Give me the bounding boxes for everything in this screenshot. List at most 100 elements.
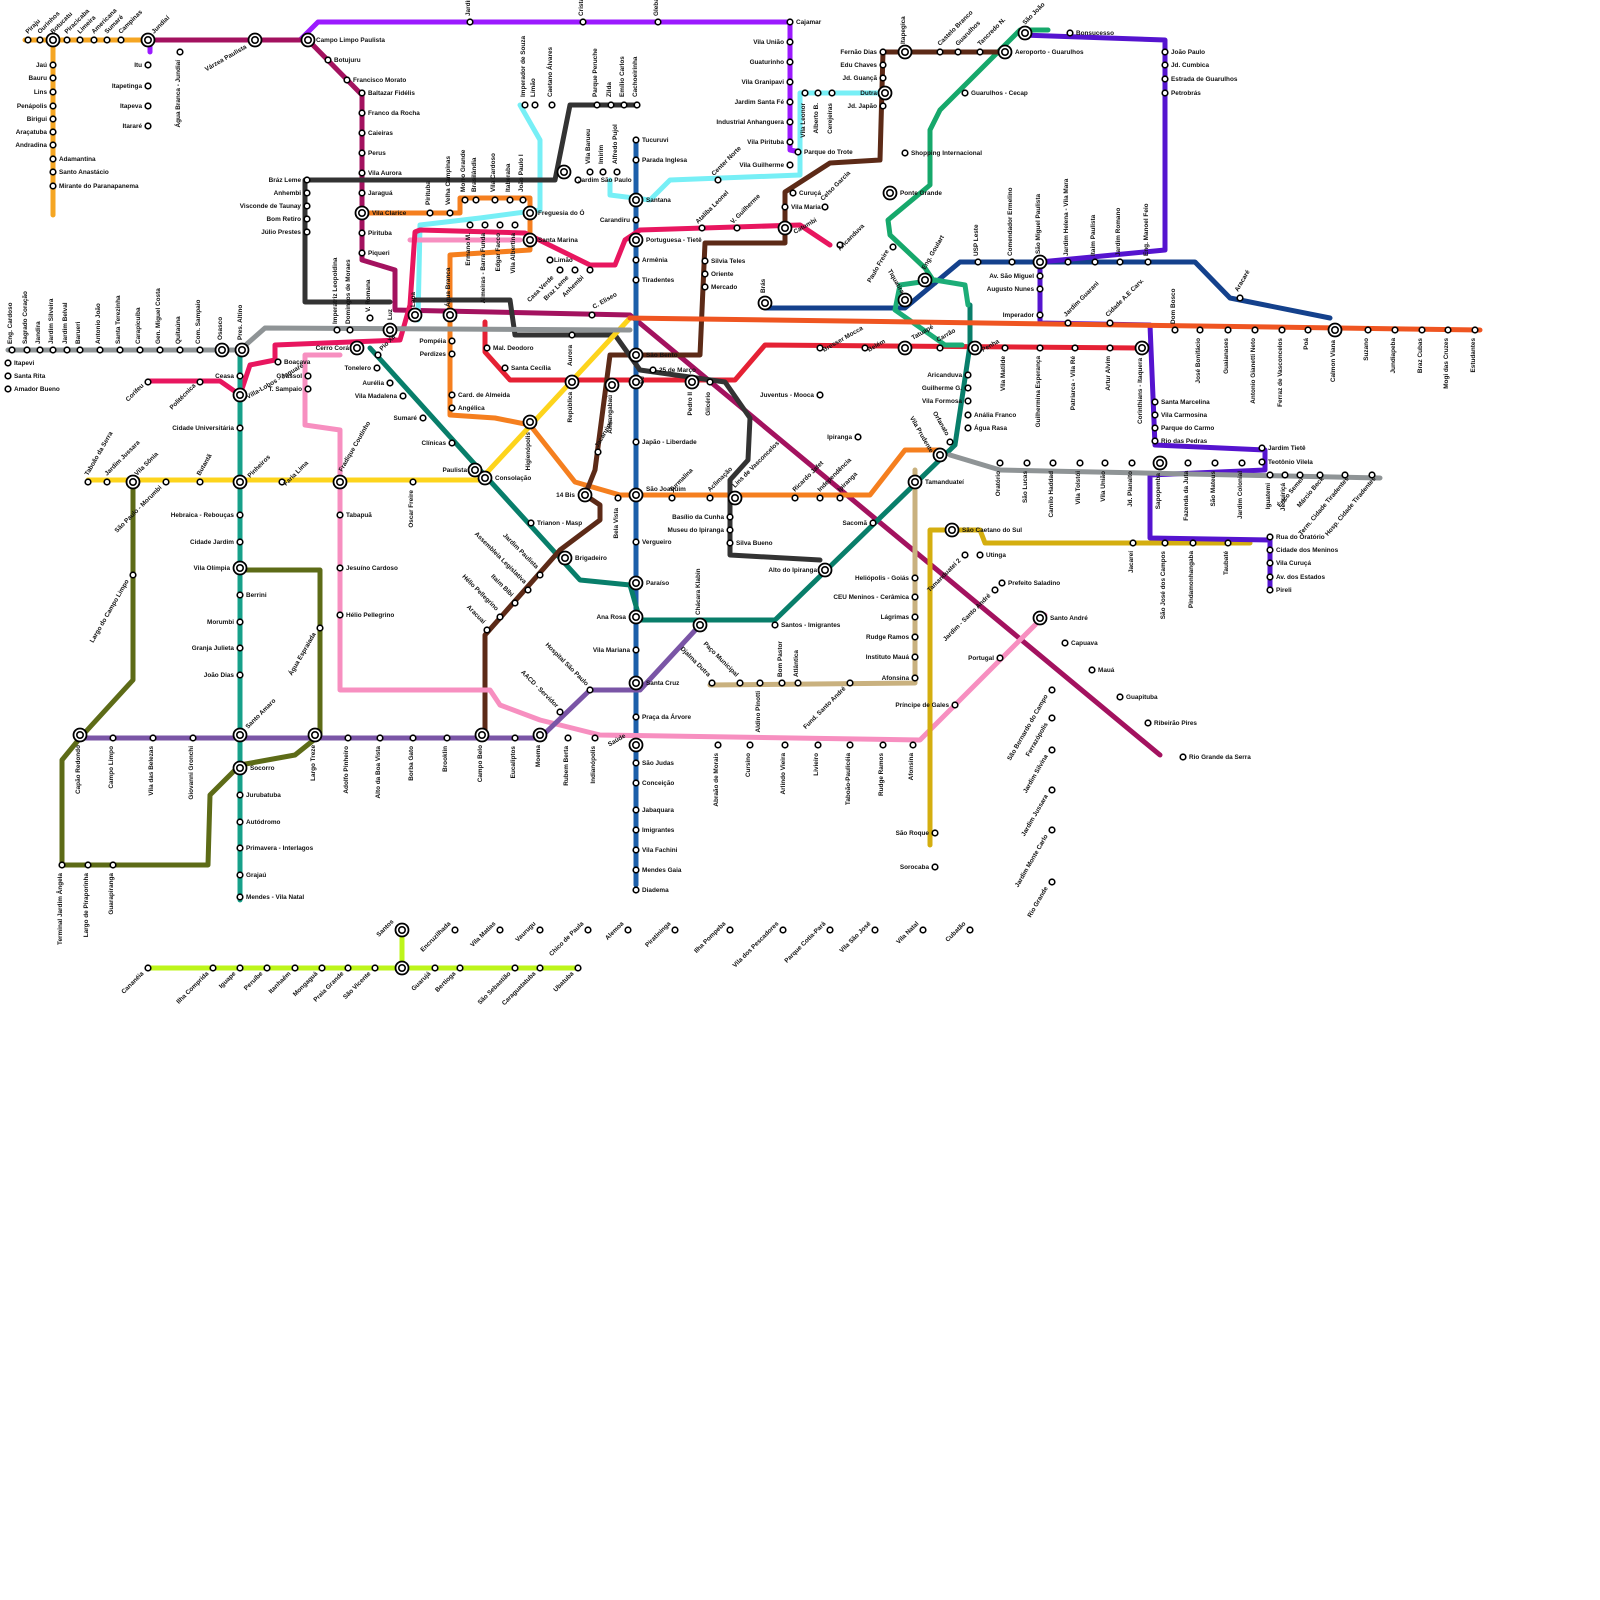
station-marker[interactable]	[1368, 471, 1376, 479]
station-marker[interactable]	[236, 424, 244, 432]
station-marker[interactable]	[1304, 326, 1312, 334]
station-marker[interactable]	[1196, 326, 1204, 334]
station-marker[interactable]	[63, 36, 71, 44]
station-marker[interactable]	[324, 56, 332, 64]
station-marker[interactable]	[196, 478, 204, 486]
station-marker[interactable]	[814, 89, 822, 97]
station-marker[interactable]	[58, 861, 66, 869]
station-marker[interactable]	[8, 346, 16, 354]
station-marker[interactable]	[726, 513, 734, 521]
station-marker[interactable]	[144, 378, 152, 386]
station-marker[interactable]	[909, 741, 917, 749]
station-marker[interactable]	[1471, 326, 1479, 334]
station-marker[interactable]	[786, 118, 794, 126]
station-marker[interactable]	[584, 926, 592, 934]
station-marker[interactable]	[483, 626, 491, 634]
station-marker[interactable]	[946, 438, 954, 446]
station-marker[interactable]	[49, 115, 57, 123]
station-marker[interactable]	[854, 433, 862, 441]
station-marker[interactable]	[358, 189, 366, 197]
station-marker[interactable]	[304, 372, 312, 380]
station-marker[interactable]	[1444, 326, 1452, 334]
station-marker[interactable]	[209, 964, 217, 972]
station-marker[interactable]	[451, 926, 459, 934]
station-marker[interactable]	[1008, 258, 1016, 266]
station-marker[interactable]	[373, 364, 381, 372]
station-marker[interactable]	[632, 216, 640, 224]
station-marker[interactable]	[162, 478, 170, 486]
station-marker[interactable]	[649, 366, 657, 374]
station-marker[interactable]	[632, 779, 640, 787]
station-marker[interactable]	[1036, 311, 1044, 319]
station-marker[interactable]	[786, 98, 794, 106]
station-marker[interactable]	[1266, 573, 1274, 581]
station-marker[interactable]	[574, 964, 582, 972]
station-marker[interactable]	[1064, 258, 1072, 266]
station-marker[interactable]	[109, 734, 117, 742]
station-marker[interactable]	[4, 385, 12, 393]
station-marker[interactable]	[632, 156, 640, 164]
station-marker[interactable]	[826, 926, 834, 934]
station-marker[interactable]	[889, 243, 897, 251]
station-marker[interactable]	[964, 384, 972, 392]
station-marker[interactable]	[1048, 686, 1056, 694]
station-marker[interactable]	[49, 182, 57, 190]
station-marker[interactable]	[1036, 272, 1044, 280]
station-marker[interactable]	[846, 679, 854, 687]
station-marker[interactable]	[536, 926, 544, 934]
station-marker[interactable]	[472, 196, 480, 204]
station-marker[interactable]	[1258, 458, 1266, 466]
station-marker[interactable]	[336, 564, 344, 572]
station-marker[interactable]	[701, 270, 709, 278]
station-marker[interactable]	[1116, 258, 1124, 266]
station-marker[interactable]	[49, 88, 57, 96]
station-marker[interactable]	[236, 538, 244, 546]
station-marker[interactable]	[236, 591, 244, 599]
station-marker[interactable]	[386, 379, 394, 387]
station-marker[interactable]	[344, 964, 352, 972]
station-marker[interactable]	[814, 741, 822, 749]
station-marker[interactable]	[36, 346, 44, 354]
station-marker[interactable]	[90, 36, 98, 44]
station-marker[interactable]	[274, 358, 282, 366]
station-marker[interactable]	[371, 964, 379, 972]
station-marker[interactable]	[736, 679, 744, 687]
station-marker[interactable]	[976, 551, 984, 559]
station-marker[interactable]	[49, 102, 57, 110]
station-marker[interactable]	[1266, 533, 1274, 541]
station-marker[interactable]	[291, 964, 299, 972]
station-marker[interactable]	[632, 713, 640, 721]
station-marker[interactable]	[931, 863, 939, 871]
station-marker[interactable]	[588, 311, 596, 319]
station-marker[interactable]	[816, 494, 824, 502]
station-marker[interactable]	[344, 734, 352, 742]
station-marker[interactable]	[1048, 746, 1056, 754]
station-marker[interactable]	[668, 494, 676, 502]
station-marker[interactable]	[726, 539, 734, 547]
station-marker[interactable]	[1151, 398, 1159, 406]
station-marker[interactable]	[936, 344, 944, 352]
station-marker[interactable]	[519, 196, 527, 204]
station-marker[interactable]	[1128, 459, 1136, 467]
station-marker[interactable]	[698, 224, 706, 232]
station-marker[interactable]	[786, 38, 794, 46]
station-marker[interactable]	[786, 138, 794, 146]
station-marker[interactable]	[548, 101, 556, 109]
station-marker[interactable]	[594, 448, 602, 456]
station-marker[interactable]	[706, 494, 714, 502]
station-marker[interactable]	[1048, 714, 1056, 722]
station-marker[interactable]	[919, 926, 927, 934]
station-marker[interactable]	[633, 101, 641, 109]
station-marker[interactable]	[448, 350, 456, 358]
station-marker[interactable]	[117, 36, 125, 44]
station-marker[interactable]	[901, 149, 909, 157]
station-marker[interactable]	[511, 599, 519, 607]
station-marker[interactable]	[456, 964, 464, 972]
station-marker[interactable]	[1161, 48, 1169, 56]
station-marker[interactable]	[966, 926, 974, 934]
station-marker[interactable]	[1184, 459, 1192, 467]
station-marker[interactable]	[1364, 326, 1372, 334]
station-marker[interactable]	[701, 283, 709, 291]
station-marker[interactable]	[358, 109, 366, 117]
station-marker[interactable]	[49, 141, 57, 149]
